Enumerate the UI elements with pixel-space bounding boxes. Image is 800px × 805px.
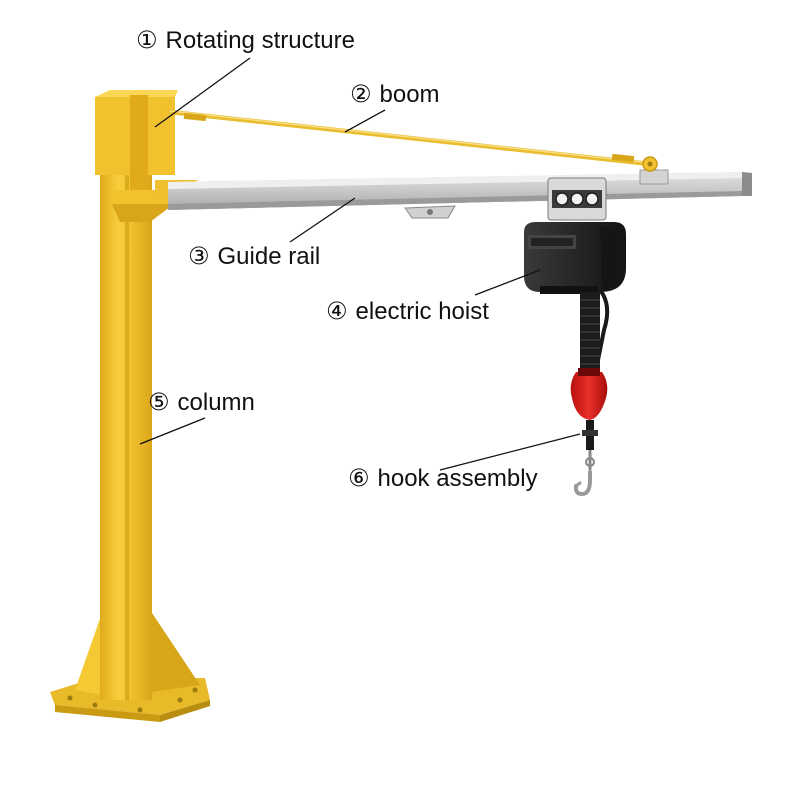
label-text: Guide rail bbox=[217, 243, 321, 270]
trolley bbox=[547, 177, 607, 221]
label-number: ③ bbox=[188, 242, 210, 270]
label-guide-rail: ③ Guide rail bbox=[188, 244, 320, 269]
label-text: electric hoist bbox=[355, 298, 489, 325]
leader-line-hook-assembly bbox=[439, 433, 581, 471]
label-number: ② bbox=[350, 80, 372, 108]
label-number: ④ bbox=[326, 297, 348, 325]
label-text: column bbox=[177, 389, 255, 416]
rotating-structure bbox=[95, 90, 198, 222]
hoist-cable bbox=[580, 288, 610, 372]
label-column: ⑤ column bbox=[148, 390, 255, 415]
leader-line-electric-hoist bbox=[474, 269, 541, 296]
leader-line-guide-rail bbox=[289, 197, 356, 243]
label-rotating-structure: ① Rotating structure bbox=[136, 28, 355, 53]
label-boom: ② boom bbox=[350, 82, 440, 107]
leader-line-rotating-structure bbox=[154, 57, 251, 128]
label-text: hook assembly bbox=[377, 465, 538, 492]
label-text: boom bbox=[379, 81, 440, 108]
guide-rail bbox=[168, 169, 752, 219]
electric-hoist bbox=[524, 222, 626, 294]
label-hook-assembly: ⑥ hook assembly bbox=[348, 466, 538, 491]
label-number: ⑥ bbox=[348, 464, 370, 492]
leader-line-column bbox=[139, 417, 206, 445]
leader-line-boom bbox=[344, 109, 386, 133]
label-electric-hoist: ④ electric hoist bbox=[326, 299, 489, 324]
hook-assembly bbox=[570, 368, 608, 497]
leader-lines bbox=[139, 57, 581, 471]
label-number: ⑤ bbox=[148, 388, 170, 416]
label-text: Rotating structure bbox=[165, 27, 355, 54]
label-number: ① bbox=[136, 26, 158, 54]
boom bbox=[167, 109, 658, 172]
